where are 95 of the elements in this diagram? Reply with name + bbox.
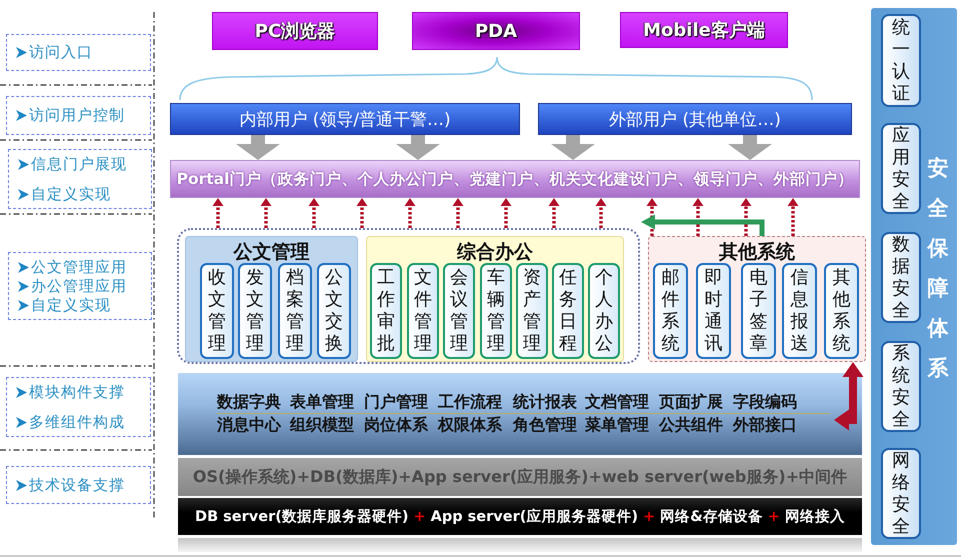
module-box: 资产管理 — [516, 263, 548, 359]
module-box: 工作审批 — [370, 263, 402, 359]
dashed-arrow — [788, 198, 798, 236]
list-item: 自定义实现 — [31, 184, 111, 204]
component-label: 公共组件 — [659, 417, 723, 433]
hardware-band — [178, 498, 862, 535]
double-arrow — [834, 362, 864, 430]
note-box — [6, 96, 151, 135]
client-box: PC浏览器 — [212, 12, 378, 50]
user-bar: 内部用户 (领导/普通干警…) — [170, 103, 520, 135]
client-box: Mobile客户端 — [620, 12, 788, 48]
security-panel — [871, 8, 957, 545]
hardware-label: 网络接入 — [784, 508, 845, 526]
dashed-arrow — [596, 198, 606, 228]
security-box: 网络安全 — [881, 448, 921, 539]
component-label: 门户管理 — [364, 394, 428, 410]
module-box: 收文管理 — [200, 263, 234, 359]
security-box: 应用安全 — [881, 123, 921, 214]
module-box: 邮件系统 — [653, 263, 688, 359]
dashed-arrow — [500, 198, 512, 228]
dashed-arrow — [646, 198, 658, 236]
group-panel — [648, 236, 866, 362]
dashed-arrow — [692, 198, 704, 236]
client-box: PDA — [412, 12, 580, 50]
component-label: 统计报表 — [513, 394, 577, 410]
hardware-label: 网络&存储设备 — [660, 508, 763, 526]
note-box — [6, 466, 151, 504]
component-label: 字段编码 — [733, 394, 797, 410]
platform-band: OS(操作系统)+DB(数据库)+App server(应用服务)+web server(web服务)+中间件 — [178, 458, 862, 496]
dashed-arrow — [260, 198, 272, 228]
dashed-arrow — [740, 198, 752, 236]
component-label: 工作流程 — [438, 394, 502, 410]
component-label: 岗位体系 — [364, 417, 428, 433]
group-panel — [366, 236, 624, 362]
list-item: 自定义实现 — [31, 296, 111, 314]
hardware-label: App server(应用服务器硬件) — [430, 507, 638, 526]
dashed-arrow — [548, 198, 560, 228]
plus-sign: + — [642, 508, 656, 524]
group-panel — [185, 236, 358, 362]
module-box: 公文交换 — [317, 263, 351, 359]
list-item: 访问入口 — [29, 43, 93, 62]
group-heading: 其他系统 — [719, 240, 795, 264]
component-band — [178, 372, 862, 455]
note-box — [6, 377, 151, 437]
module-box: 文件管理 — [407, 263, 439, 359]
dashed-arrow — [404, 198, 416, 228]
list-item: 办公管理应用 — [31, 276, 127, 296]
plus-sign: + — [413, 508, 426, 524]
panel-title: 安全保障体系 — [927, 155, 949, 382]
module-box: 信息报送 — [782, 263, 817, 359]
dotted-frame — [177, 228, 640, 364]
component-label: 组织模型 — [290, 417, 354, 433]
component-label: 文档管理 — [585, 394, 649, 410]
module-box: 即时通讯 — [696, 263, 731, 359]
hardware-label: DB server(数据库服务器硬件) — [195, 508, 408, 526]
note-box — [8, 149, 152, 209]
module-box: 电子签章 — [741, 263, 776, 359]
block-arrow — [728, 135, 772, 160]
dashed-arrow — [452, 198, 464, 228]
dashed-arrow — [356, 198, 368, 228]
dashed-arrow — [212, 198, 224, 228]
plus-sign: + — [768, 508, 780, 524]
list-item: 技术设备支撑 — [29, 476, 125, 494]
module-box: 档案管理 — [278, 263, 312, 359]
group-heading: 综合办公 — [457, 240, 533, 264]
block-arrow — [396, 135, 440, 160]
note-box — [8, 252, 152, 320]
module-box: 车辆管理 — [480, 263, 512, 359]
component-label: 数据字典 — [217, 394, 281, 410]
component-label: 权限体系 — [438, 417, 502, 433]
list-item: 访问用户控制 — [29, 106, 125, 125]
module-box: 发文管理 — [238, 263, 272, 359]
component-label: 外部接口 — [733, 417, 797, 433]
component-label: 角色管理 — [513, 417, 577, 433]
module-box: 其他系统 — [824, 263, 859, 359]
component-label: 页面扩展 — [659, 394, 723, 410]
dashed-arrow — [308, 198, 320, 228]
security-box: 统一认证 — [881, 14, 921, 107]
component-label: 消息中心 — [217, 417, 281, 433]
note-box — [6, 34, 151, 71]
portal-bar: Portal门户（政务门户、个人办公门户、党建门户、机关文化建设门户、领导门户、外部门户） — [170, 160, 860, 198]
user-bar: 外部用户 (其他单位…) — [538, 103, 852, 135]
security-box: 系统安全 — [881, 341, 921, 432]
module-box: 个人办公 — [588, 263, 620, 359]
list-item: 模块构件支撑 — [29, 382, 125, 402]
module-box: 会议管理 — [443, 263, 475, 359]
component-label: 表单管理 — [290, 394, 354, 410]
list-item: 公文管理应用 — [31, 258, 127, 276]
module-box: 任务日程 — [552, 263, 584, 359]
block-arrow — [551, 135, 595, 160]
security-box: 数据安全 — [881, 232, 921, 323]
group-heading: 公文管理 — [234, 240, 310, 264]
list-item: 信息门户展现 — [31, 154, 127, 174]
list-item: 多维组件构成 — [29, 412, 125, 432]
component-label: 菜单管理 — [585, 417, 649, 433]
